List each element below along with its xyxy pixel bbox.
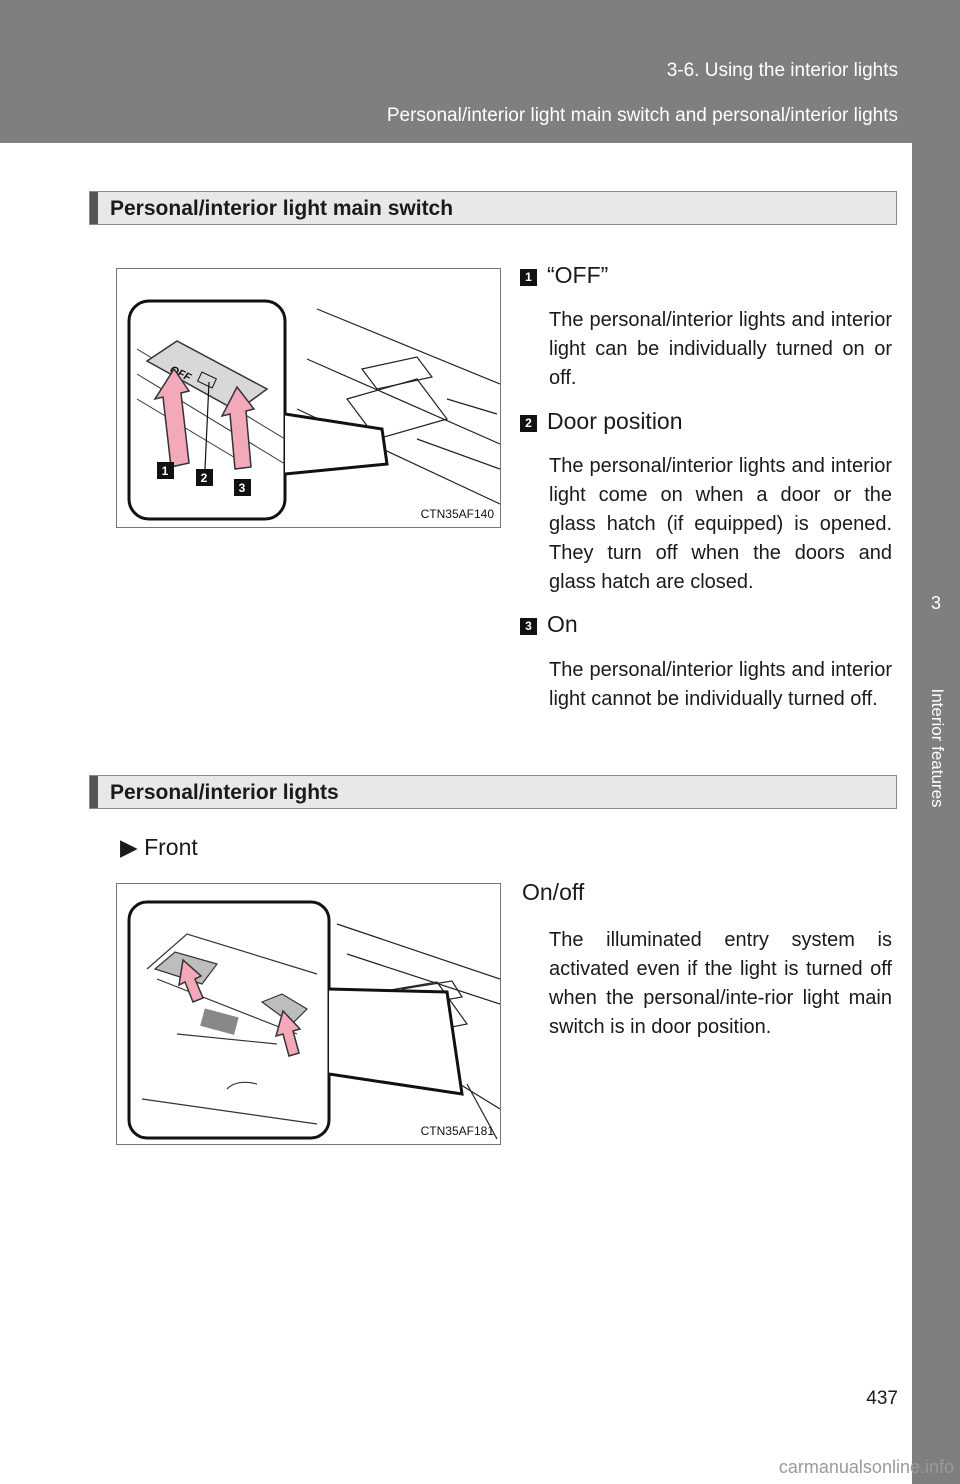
- item-number-badge: 3: [520, 618, 537, 635]
- side-tab-label: Interior features: [928, 688, 947, 808]
- chapter-title: 3-6. Using the interior lights: [666, 60, 898, 81]
- section-heading-personal-lights: Personal/interior lights: [89, 775, 897, 809]
- figure-code: CTN35AF181: [420, 1124, 494, 1138]
- callout-3: 3: [239, 481, 246, 495]
- section-title: Personal/interior lights: [110, 781, 339, 804]
- side-tab-label-wrap: Interior features: [919, 668, 955, 828]
- figure-main-switch: OFF 1 2 3 CTN35AF140: [116, 268, 501, 528]
- watermark: carmanualsonline.info: [778, 1457, 954, 1477]
- arrow-left-lamp: [178, 958, 204, 1003]
- figure-code: CTN35AF140: [420, 507, 494, 521]
- front-lights-illustration: [127, 900, 501, 1140]
- item-3-title: On: [547, 611, 578, 637]
- bullet-front: ▶ Front: [120, 834, 198, 861]
- item-1-text: The personal/interior lights and interio…: [549, 309, 892, 389]
- section-title: Personal/interior light main switch: [110, 197, 454, 220]
- arrow-off: [153, 367, 191, 468]
- item-1-title: “OFF”: [547, 262, 609, 288]
- page-header: 3-6. Using the interior lights Personal/…: [0, 0, 960, 143]
- zoom-callout-frame: [127, 299, 287, 521]
- page-number: 437: [866, 1388, 898, 1409]
- figure-front-lights: CTN35AF181: [116, 883, 501, 1145]
- item-number-badge: 1: [520, 269, 537, 286]
- item-1-heading: 1 “OFF”: [520, 262, 608, 289]
- item-3-heading: 3 On: [520, 611, 578, 638]
- side-tab-number: 3: [930, 593, 941, 613]
- item-2-title: Door position: [547, 408, 683, 434]
- item-onoff-heading: On/off: [522, 879, 585, 905]
- callout-1: 1: [162, 464, 169, 478]
- heading-bar: [90, 192, 98, 224]
- bullet-label: Front: [144, 834, 198, 860]
- item-onoff-text: The illuminated entry system is activate…: [549, 929, 892, 1038]
- section-heading-main-switch: Personal/interior light main switch: [89, 191, 897, 225]
- page-subtitle: Personal/interior light main switch and …: [386, 105, 898, 126]
- item-3-text: The personal/interior lights and interio…: [549, 659, 892, 710]
- callout-2: 2: [201, 471, 208, 485]
- triangle-bullet-icon: ▶: [120, 834, 138, 860]
- arrow-right-lamp: [274, 1009, 302, 1057]
- item-2-heading: 2 Door position: [520, 408, 683, 435]
- item-number-badge: 2: [520, 415, 537, 432]
- item-2-text: The personal/interior lights and interio…: [549, 455, 892, 593]
- heading-bar: [90, 776, 98, 808]
- chapter-side-tab: [912, 143, 960, 1484]
- main-switch-illustration: OFF 1 2 3: [127, 299, 501, 521]
- arrow-on: [220, 385, 256, 470]
